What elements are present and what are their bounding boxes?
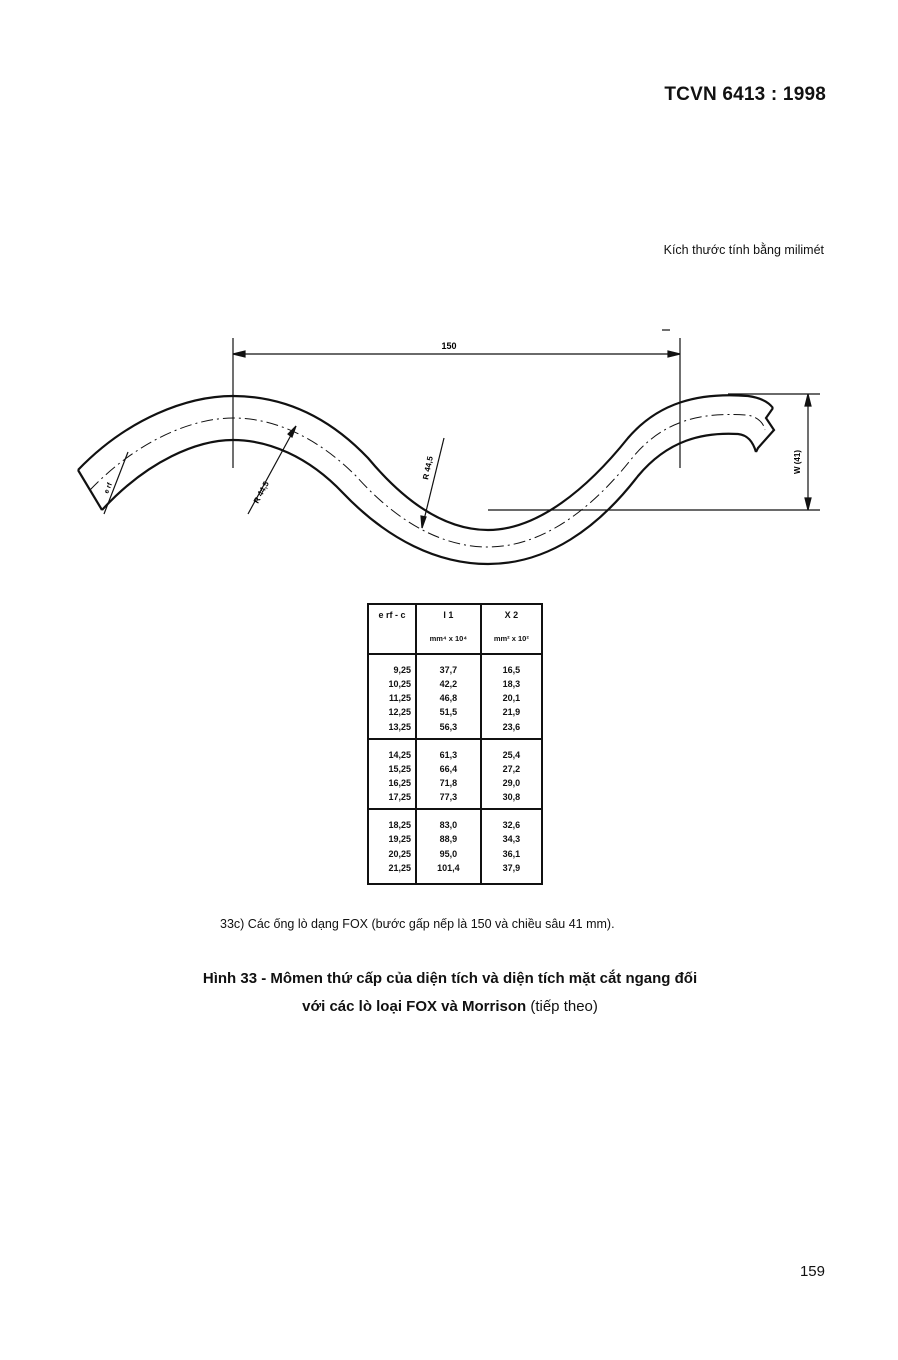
header-col3-unit: mm² x 10² [493,634,529,643]
standard-number: TCVN 6413 : 1998 [664,84,826,105]
figure-title: Hình 33 - Mômen thứ cấp của diện tích và… [190,965,710,1021]
depth-label: W (41) [793,450,802,474]
pitch-label: 150 [441,341,456,351]
radius-label-left: R 44,5 [252,479,271,505]
units-note: Kích thước tính bằng milimét [663,243,824,257]
header-col1: e rf - c [367,604,417,655]
figure-title-bold: Hình 33 - Mômen thứ cấp của diện tích và… [202,970,698,1015]
profile-outer [77,394,774,532]
radius-label-right: R 44,5 [421,455,435,480]
figure-caption: 33c) Các ống lò dạng FOX (bước gấp nếp l… [220,917,615,931]
figure-title-plain: (tiếp theo) [530,998,598,1015]
page-number: 159 [799,1263,825,1280]
header-col2-unit: mm⁴ x 10⁴ [429,634,468,643]
fox-furnace-drawing: 150 R 44,5 R 44,5 e rf W (41) [77,329,820,566]
thickness-label: e rf [103,481,114,494]
